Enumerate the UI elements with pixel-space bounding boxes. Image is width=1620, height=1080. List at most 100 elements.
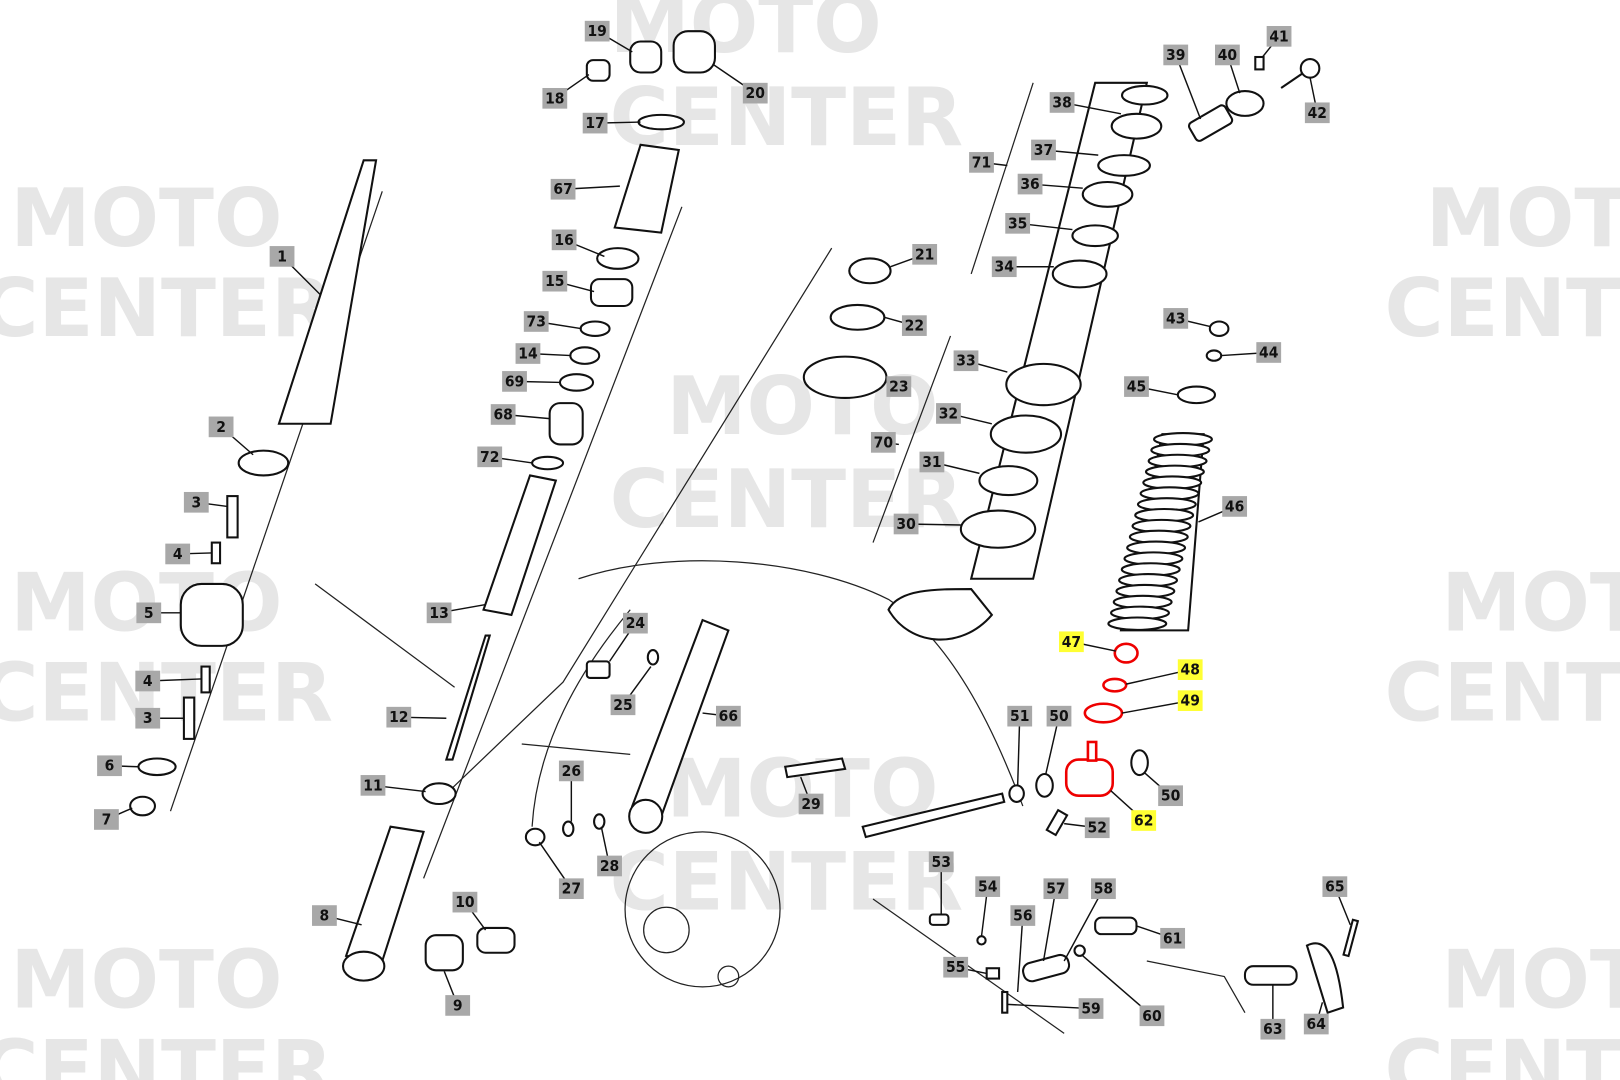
svg-text:CENTER: CENTER: [1384, 646, 1620, 740]
part-number: 13: [429, 604, 448, 622]
leader-line: [1175, 54, 1202, 120]
label-background: [1049, 92, 1075, 113]
label-background: [943, 956, 969, 978]
part-number: 41: [1269, 27, 1288, 45]
label-background: [969, 152, 994, 173]
part-label-9: 9: [443, 971, 471, 1016]
label-background: [477, 446, 503, 468]
part-number: 68: [493, 405, 512, 423]
part-label-26: 26: [558, 760, 584, 822]
part-label-4: 4: [135, 670, 202, 692]
part-label-42: 42: [1304, 77, 1330, 124]
part-label-63: 63: [1260, 984, 1286, 1040]
part-label-52: 52: [1064, 817, 1110, 839]
part-number: 31: [922, 453, 941, 471]
part-number: 66: [719, 707, 738, 725]
label-background: [991, 256, 1017, 278]
svg-text:MOTO: MOTO: [1441, 556, 1620, 650]
label-background: [893, 513, 919, 535]
part-number: 55: [946, 958, 965, 976]
part-number: 42: [1308, 104, 1327, 122]
part-label-57: 57: [1042, 878, 1069, 962]
part-number: 43: [1166, 309, 1185, 327]
highlighted-part-label-47: 47: [1058, 631, 1116, 653]
part-number: 60: [1142, 1007, 1162, 1025]
part-label-30: 30: [893, 513, 961, 535]
part-label-27: 27: [538, 841, 584, 900]
part-number: 7: [102, 810, 112, 828]
part-label-5: 5: [136, 602, 181, 624]
part-label-39: 39: [1163, 44, 1202, 120]
label-background: [208, 416, 234, 438]
part-label-43: 43: [1163, 308, 1212, 329]
part-label-46: 46: [1198, 496, 1248, 523]
part-number: 37: [1034, 141, 1053, 159]
label-background: [597, 855, 622, 877]
part-number: 4: [173, 545, 183, 563]
part-number: 24: [626, 614, 646, 632]
leader-line: [1042, 888, 1057, 962]
label-background: [901, 315, 927, 336]
part-label-67: 67: [550, 178, 620, 200]
part-label-37: 37: [1031, 139, 1099, 161]
part-number: 16: [554, 231, 573, 249]
part-label-68: 68: [490, 404, 550, 425]
leader-line: [1063, 888, 1105, 962]
label-background: [1007, 705, 1033, 727]
part-label-72: 72: [477, 446, 534, 468]
part-label-3: 3: [183, 491, 228, 513]
part-label-13: 13: [426, 602, 486, 624]
part-number: 11: [363, 776, 382, 794]
part-number: 8: [320, 907, 330, 925]
svg-text:CENTER: CENTER: [610, 835, 964, 929]
label-background: [1322, 876, 1348, 897]
part-label-34: 34: [991, 256, 1054, 278]
part-number: 64: [1307, 1015, 1327, 1033]
label-background: [1304, 102, 1330, 124]
part-label-22: 22: [884, 315, 927, 336]
part-number: 61: [1163, 929, 1182, 947]
part-label-66: 66: [702, 705, 741, 727]
part-label-25: 25: [610, 666, 652, 716]
part-label-3: 3: [135, 707, 184, 729]
label-background: [1058, 631, 1084, 653]
label-background: [97, 755, 122, 777]
part-label-60: 60: [1082, 955, 1165, 1027]
label-background: [550, 178, 576, 200]
part-number: 4: [143, 672, 153, 690]
part-number: 38: [1052, 93, 1071, 111]
part-number: 36: [1020, 175, 1039, 193]
part-number: 69: [505, 372, 524, 390]
part-label-50: 50: [1044, 705, 1072, 776]
label-background: [610, 694, 636, 716]
label-background: [1163, 44, 1189, 66]
part-number: 54: [978, 878, 998, 896]
part-label-64: 64: [1303, 1002, 1329, 1035]
label-background: [928, 851, 954, 873]
part-number: 49: [1181, 692, 1200, 710]
label-background: [502, 371, 527, 392]
label-background: [135, 670, 161, 692]
part-number: 10: [455, 893, 475, 911]
part-label-24: 24: [608, 612, 648, 662]
label-background: [551, 229, 577, 251]
label-background: [582, 112, 608, 134]
svg-text:CENTER: CENTER: [0, 262, 333, 356]
label-background: [515, 343, 541, 364]
part-label-14: 14: [515, 343, 572, 364]
assembly-lines: [169, 82, 1246, 1034]
part-label-71: 71: [969, 152, 1008, 173]
svg-text:MOTO: MOTO: [10, 172, 282, 266]
part-label-58: 58: [1063, 878, 1116, 962]
highlighted-part-label-49: 49: [1121, 690, 1203, 714]
part-number: 29: [801, 795, 820, 813]
label-background: [1043, 878, 1069, 900]
part-label-18: 18: [542, 73, 590, 109]
part-number: 25: [613, 696, 632, 714]
part-number: 5: [144, 604, 154, 622]
part-label-19: 19: [584, 20, 633, 53]
label-background: [165, 543, 191, 565]
part-label-11: 11: [360, 775, 426, 796]
